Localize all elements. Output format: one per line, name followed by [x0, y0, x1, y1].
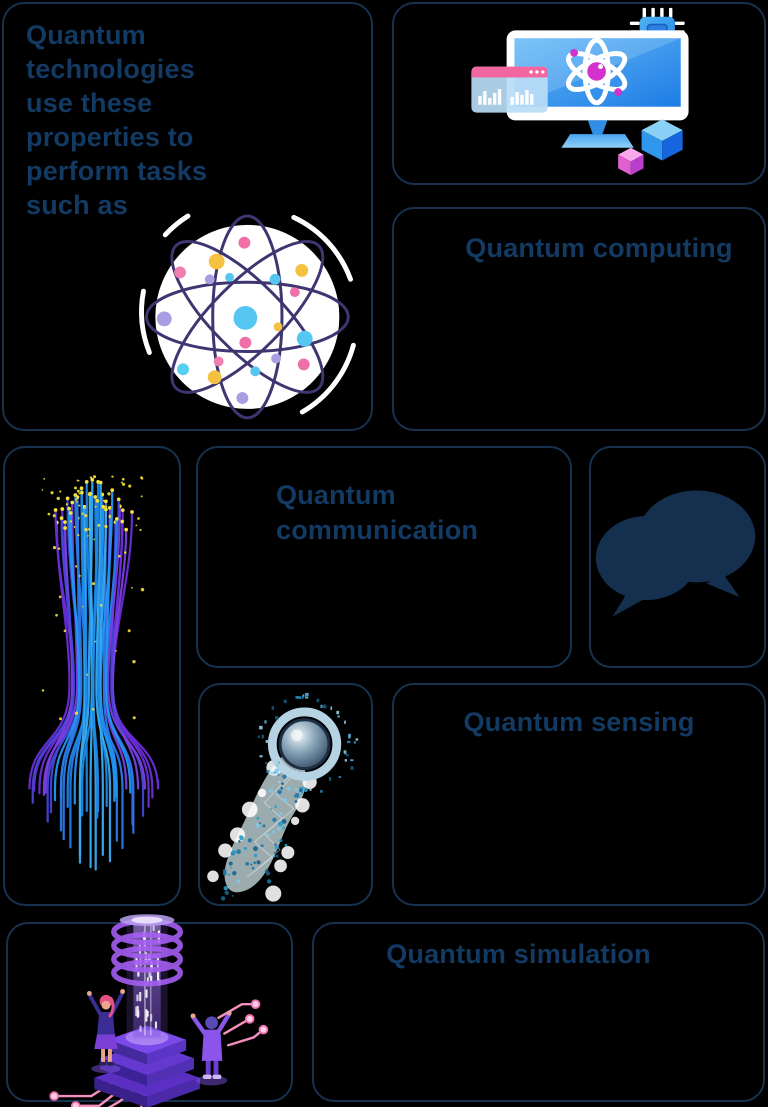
quantum-sensor-probe-icon	[207, 692, 359, 902]
simulator-beam	[111, 914, 183, 1040]
computing-title-card: Quantum computing	[392, 207, 766, 431]
chat-bubbles-icon	[595, 490, 756, 617]
communication-title: Quantum communication	[276, 480, 479, 545]
simulation-title: Quantum simulation	[386, 939, 651, 969]
blue-cube-icon	[641, 119, 683, 161]
intro-paragraph: Quantum technologies use these propertie…	[26, 20, 208, 220]
sensing-title-card: Quantum sensing	[392, 683, 766, 906]
pink-cube-icon	[618, 147, 644, 176]
person-celebrating-icon	[86, 989, 126, 1074]
simulation-title-card: Quantum simulation	[312, 922, 765, 1102]
atom-particles	[156, 236, 313, 404]
quantum-simulator-icon	[49, 914, 269, 1107]
bar-chart-icon	[478, 89, 534, 105]
intro-card: Quantum technologies use these propertie…	[2, 2, 373, 431]
atom-orbit-icon	[139, 213, 356, 420]
person-reaching-icon	[190, 1010, 232, 1086]
sensing-illustration-card	[198, 683, 373, 906]
quantum-computer-monitor-icon	[471, 7, 689, 176]
computing-illustration-card	[392, 2, 766, 185]
fiber-optic-cable-icon	[28, 475, 160, 871]
sensor-trail	[224, 752, 307, 893]
sensing-title: Quantum sensing	[463, 707, 695, 737]
computing-title: Quantum computing	[465, 233, 733, 263]
communication-title-card: Quantum communication	[196, 446, 572, 668]
analytics-window-icon	[471, 66, 548, 113]
simulation-illustration-card	[6, 914, 293, 1107]
chat-illustration-card	[589, 446, 766, 668]
communication-illustration-card	[3, 446, 181, 906]
circuit-nodes	[49, 999, 269, 1107]
